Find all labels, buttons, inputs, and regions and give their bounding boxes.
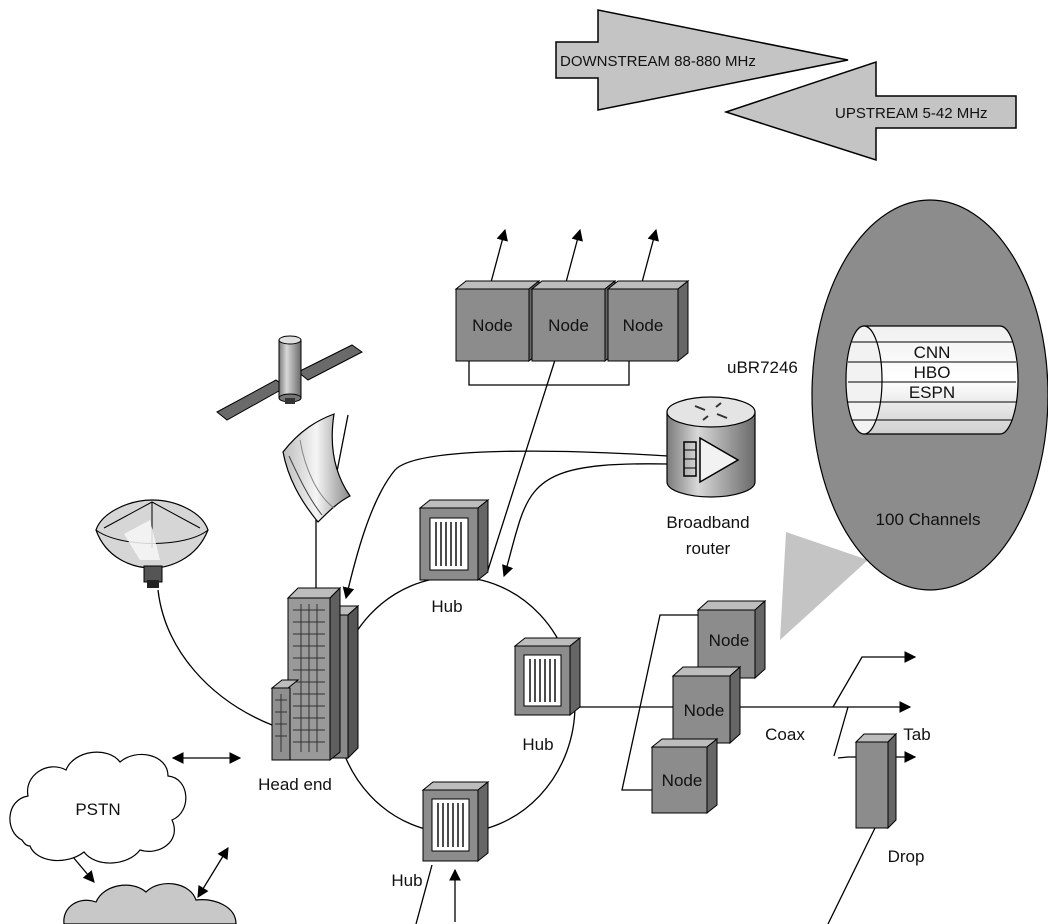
node-label: Node <box>623 316 664 335</box>
drop-icon <box>854 732 898 830</box>
router-name-line1: Broadband <box>666 513 749 532</box>
pstn-cloud-icon <box>9 751 187 864</box>
channel-label: CNN <box>914 343 951 362</box>
node-label: Node <box>548 316 589 335</box>
node-top-2: Node <box>530 279 617 363</box>
coax-label: Coax <box>765 725 805 744</box>
hub-right <box>513 636 582 717</box>
hub-top <box>418 498 490 582</box>
antenna-reflector-icon <box>282 413 351 523</box>
node-right-2: Node <box>671 665 742 745</box>
hub-right-label: Hub <box>522 735 553 754</box>
channel-count-label: 100 Channels <box>876 510 981 529</box>
upstream-arrow: UPSTREAM 5-42 MHz <box>723 60 1017 162</box>
head-end-label: Head end <box>258 775 332 794</box>
broadband-router-icon <box>666 396 756 498</box>
node-label: Node <box>472 316 513 335</box>
node-top-1: Node <box>454 279 541 363</box>
node-label: Node <box>662 771 703 790</box>
channel-label: HBO <box>914 363 951 382</box>
drop-label: Drop <box>888 847 925 866</box>
node-right-3: Node <box>650 737 719 815</box>
channel-label: ESPN <box>909 383 955 402</box>
hub-bottom <box>421 780 490 863</box>
downstream-arrow: DOWNSTREAM 88-880 MHz <box>555 9 849 111</box>
pstn-label: PSTN <box>75 800 120 819</box>
router-name-line2: router <box>686 539 731 558</box>
hub-bottom-label: Hub <box>391 871 422 890</box>
downstream-label: DOWNSTREAM 88-880 MHz <box>560 53 756 70</box>
router-model-label: uBR7246 <box>727 358 798 377</box>
node-top-3: Node <box>606 279 690 363</box>
hub-top-label: Hub <box>431 597 462 616</box>
satellite-icon <box>216 335 363 421</box>
satellite-dish-icon <box>95 499 209 588</box>
node-label: Node <box>709 631 750 650</box>
internet-cloud-icon <box>63 883 237 924</box>
node-right-1: Node <box>696 599 767 680</box>
node-label: Node <box>684 701 725 720</box>
head-end-building-icon <box>270 586 360 762</box>
upstream-label: UPSTREAM 5-42 MHz <box>835 105 988 122</box>
channels-callout: CNN HBO ESPN 100 Channels <box>780 199 1048 640</box>
tab-label: Tab <box>903 725 930 744</box>
